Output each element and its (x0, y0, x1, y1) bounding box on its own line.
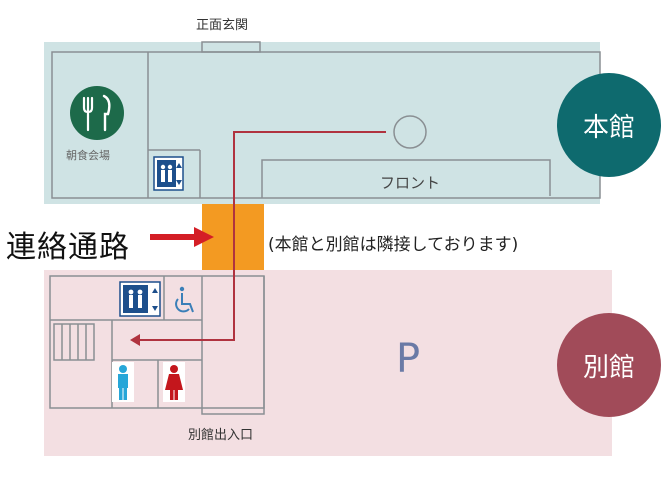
stairs-icon (53, 323, 95, 361)
annex-building-walls (49, 275, 265, 415)
annex-building-badge: 別館 (557, 313, 661, 417)
parking-icon: P (396, 336, 421, 382)
main-entrance-label: 正面玄関 (196, 18, 249, 33)
connector-label: 連絡通路 (6, 230, 130, 265)
female-toilet-icon (163, 362, 185, 402)
main-building-floor (44, 42, 600, 204)
route-arrowhead (130, 334, 140, 346)
connector-arrow (150, 227, 214, 247)
front-desk-label: フロント (380, 174, 441, 192)
breakfast-hall-label: 朝食会場 (66, 149, 110, 162)
elevator-icon-annex (119, 281, 161, 317)
main-building-badge: 本館 (557, 73, 661, 177)
connector-note: (本館と別館は隣接しております) (268, 235, 519, 255)
reception-marker (393, 115, 427, 149)
wheelchair-icon (175, 286, 194, 313)
male-toilet-icon (112, 362, 134, 402)
route-line (136, 131, 386, 341)
annex-entrance-label: 別館出入口 (188, 428, 254, 443)
fork-knife-icon (70, 86, 124, 140)
elevator-icon (153, 156, 184, 191)
